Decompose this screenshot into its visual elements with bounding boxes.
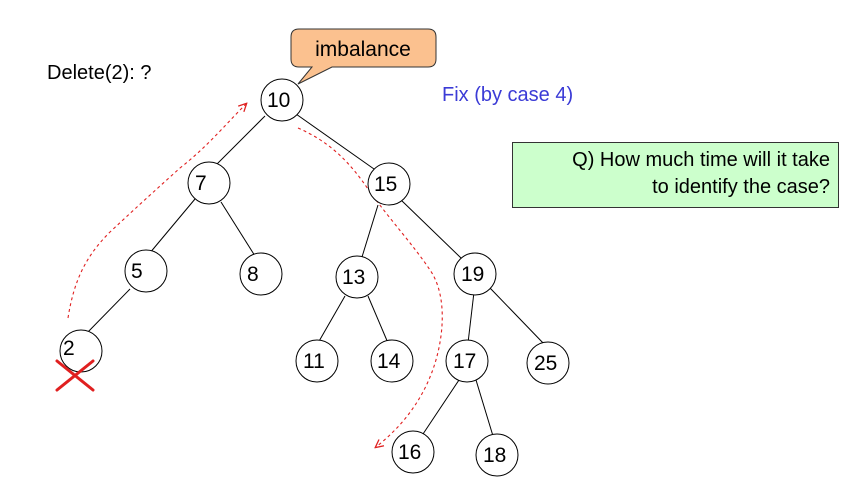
svg-text:8: 8: [247, 263, 259, 286]
svg-text:16: 16: [398, 441, 421, 464]
node-8: 8: [239, 252, 283, 296]
svg-text:5: 5: [131, 260, 143, 283]
dashed-paths: [67, 104, 443, 447]
edge-7-8: [220, 201, 256, 257]
node-2: 2: [59, 329, 103, 373]
question-line-2: to identify the case?: [652, 176, 830, 198]
fix-label: Fix (by case 4): [442, 84, 574, 106]
edge-19-25: [489, 287, 546, 346]
callout-bubble: [290, 28, 437, 85]
edge-17-16: [422, 379, 460, 435]
node-25: 25: [526, 341, 570, 385]
svg-text:18: 18: [483, 444, 506, 467]
node-14: 14: [370, 339, 414, 383]
question-box: Q) How much time will it take to identif…: [512, 142, 839, 208]
delete-label: Delete(2): ?: [47, 62, 152, 84]
node-15: 15: [367, 162, 411, 206]
edge-17-18: [475, 379, 494, 437]
node-17: 17: [445, 339, 489, 383]
edge-5-2: [84, 288, 131, 336]
svg-text:15: 15: [374, 173, 397, 196]
path-up-arrow: [67, 104, 246, 319]
tree-edges: [84, 113, 546, 437]
question-line-1: Q) How much time will it take: [572, 149, 830, 171]
svg-text:17: 17: [453, 350, 476, 373]
edge-19-17: [467, 291, 475, 344]
node-16: 16: [391, 430, 435, 474]
node-19: 19: [453, 252, 497, 296]
edge-10-7: [214, 115, 266, 167]
edge-7-5: [148, 198, 196, 255]
svg-text:11: 11: [303, 350, 325, 373]
svg-text:10: 10: [267, 89, 290, 112]
callout-text: imbalance: [315, 38, 411, 61]
node-13: 13: [335, 255, 379, 299]
svg-text:25: 25: [534, 352, 557, 375]
node-18: 18: [475, 433, 519, 477]
svg-text:19: 19: [461, 263, 484, 286]
svg-text:2: 2: [63, 337, 75, 360]
node-7: 7: [187, 161, 231, 205]
node-11: 11: [295, 339, 339, 383]
tree-nodes: 10 7 15 5 8 13 19 2 11 14 17 25 16 18: [59, 78, 570, 477]
edge-15-13: [361, 204, 379, 258]
node-5: 5: [124, 249, 168, 293]
edge-15-19: [399, 198, 462, 259]
edge-13-14: [367, 295, 389, 344]
svg-text:13: 13: [342, 266, 365, 289]
edge-13-11: [317, 295, 346, 344]
node-10: 10: [260, 78, 304, 122]
svg-text:14: 14: [377, 350, 401, 373]
path-down-arrow: [297, 127, 443, 447]
edge-10-15: [295, 113, 375, 170]
delete-cross-icon: [55, 359, 95, 392]
imbalance-callout: imbalance: [290, 28, 437, 85]
svg-text:7: 7: [195, 172, 207, 195]
